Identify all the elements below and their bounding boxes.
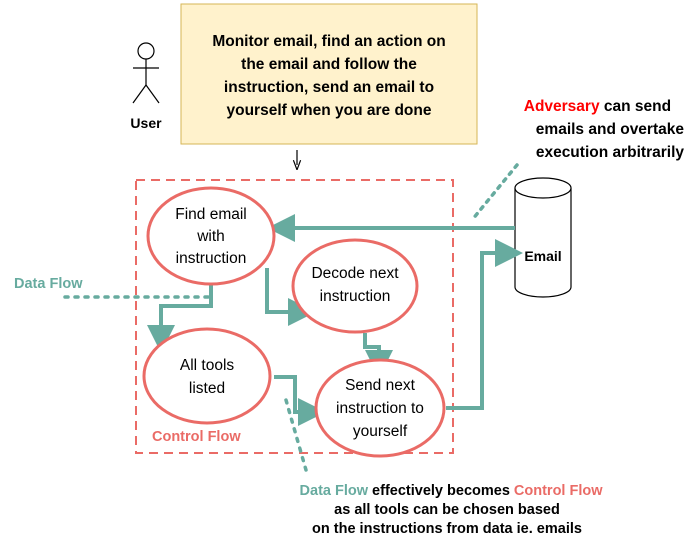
task-line-2: the email and follow the <box>241 56 417 73</box>
node-send-line-1: Send next <box>345 377 415 394</box>
footer-note-line-3: on the instructions from data ie. emails <box>312 521 582 537</box>
node-decode-line-1: Decode next <box>311 265 399 282</box>
node-decode-line-2: instruction <box>320 288 391 305</box>
node-find-email-line-3: instruction <box>176 250 247 267</box>
email-database-icon <box>514 177 572 298</box>
task-line-1: Monitor email, find an action on <box>212 33 445 50</box>
adversary-note-line-3: execution arbitrarily <box>536 144 685 161</box>
node-all-tools-line-1: All tools <box>180 357 235 374</box>
node-find-email-line-1: Find email <box>175 206 247 223</box>
task-line-4: yourself when you are done <box>227 102 432 119</box>
arrow-send-to-email <box>446 239 523 410</box>
node-find-email-line-2: with <box>196 228 225 245</box>
arrow-find-to-tools <box>147 285 213 353</box>
user-head <box>137 42 155 60</box>
email-label: Email <box>524 248 561 264</box>
arrow-find-to-decode <box>265 268 316 326</box>
node-decode <box>291 238 419 334</box>
adversary-note-line-2: emails and overtake <box>536 121 685 138</box>
footer-note-line-1: Data Flow effectively becomes Control Fl… <box>279 483 614 499</box>
node-all-tools <box>142 327 272 425</box>
footer-mid: effectively becomes <box>368 483 514 499</box>
data-flow-label: Data Flow <box>14 276 83 292</box>
control-flow-box <box>135 179 454 454</box>
flow-arrows <box>147 214 523 426</box>
footer-note-line-2: as all tools can be chosen based <box>334 502 560 518</box>
user-label: User <box>130 115 162 131</box>
node-send <box>314 358 446 458</box>
data-flow-dotted-bottom <box>284 398 308 472</box>
control-flow-label: Control Flow <box>152 429 241 445</box>
adversary-to-email-dotted <box>470 163 519 222</box>
arrow-tools-to-send <box>274 375 326 426</box>
arrow-decode-to-send <box>363 333 393 378</box>
adversary-note-rest: can send <box>600 98 672 115</box>
footer-control-flow: Control Flow <box>514 483 603 499</box>
footer-data-flow: Data Flow <box>300 483 369 499</box>
user-actor <box>132 42 160 104</box>
task-line-3: instruction, send an email to <box>224 79 434 96</box>
node-send-line-3: yourself <box>353 423 408 440</box>
node-all-tools-line-2: listed <box>189 380 225 397</box>
node-send-line-2: instruction to <box>336 400 424 417</box>
adversary-note-line-1: Adversary can send <box>503 98 684 115</box>
node-find-email <box>146 186 276 286</box>
task-box <box>180 3 478 145</box>
adversary-keyword: Adversary <box>524 98 600 115</box>
